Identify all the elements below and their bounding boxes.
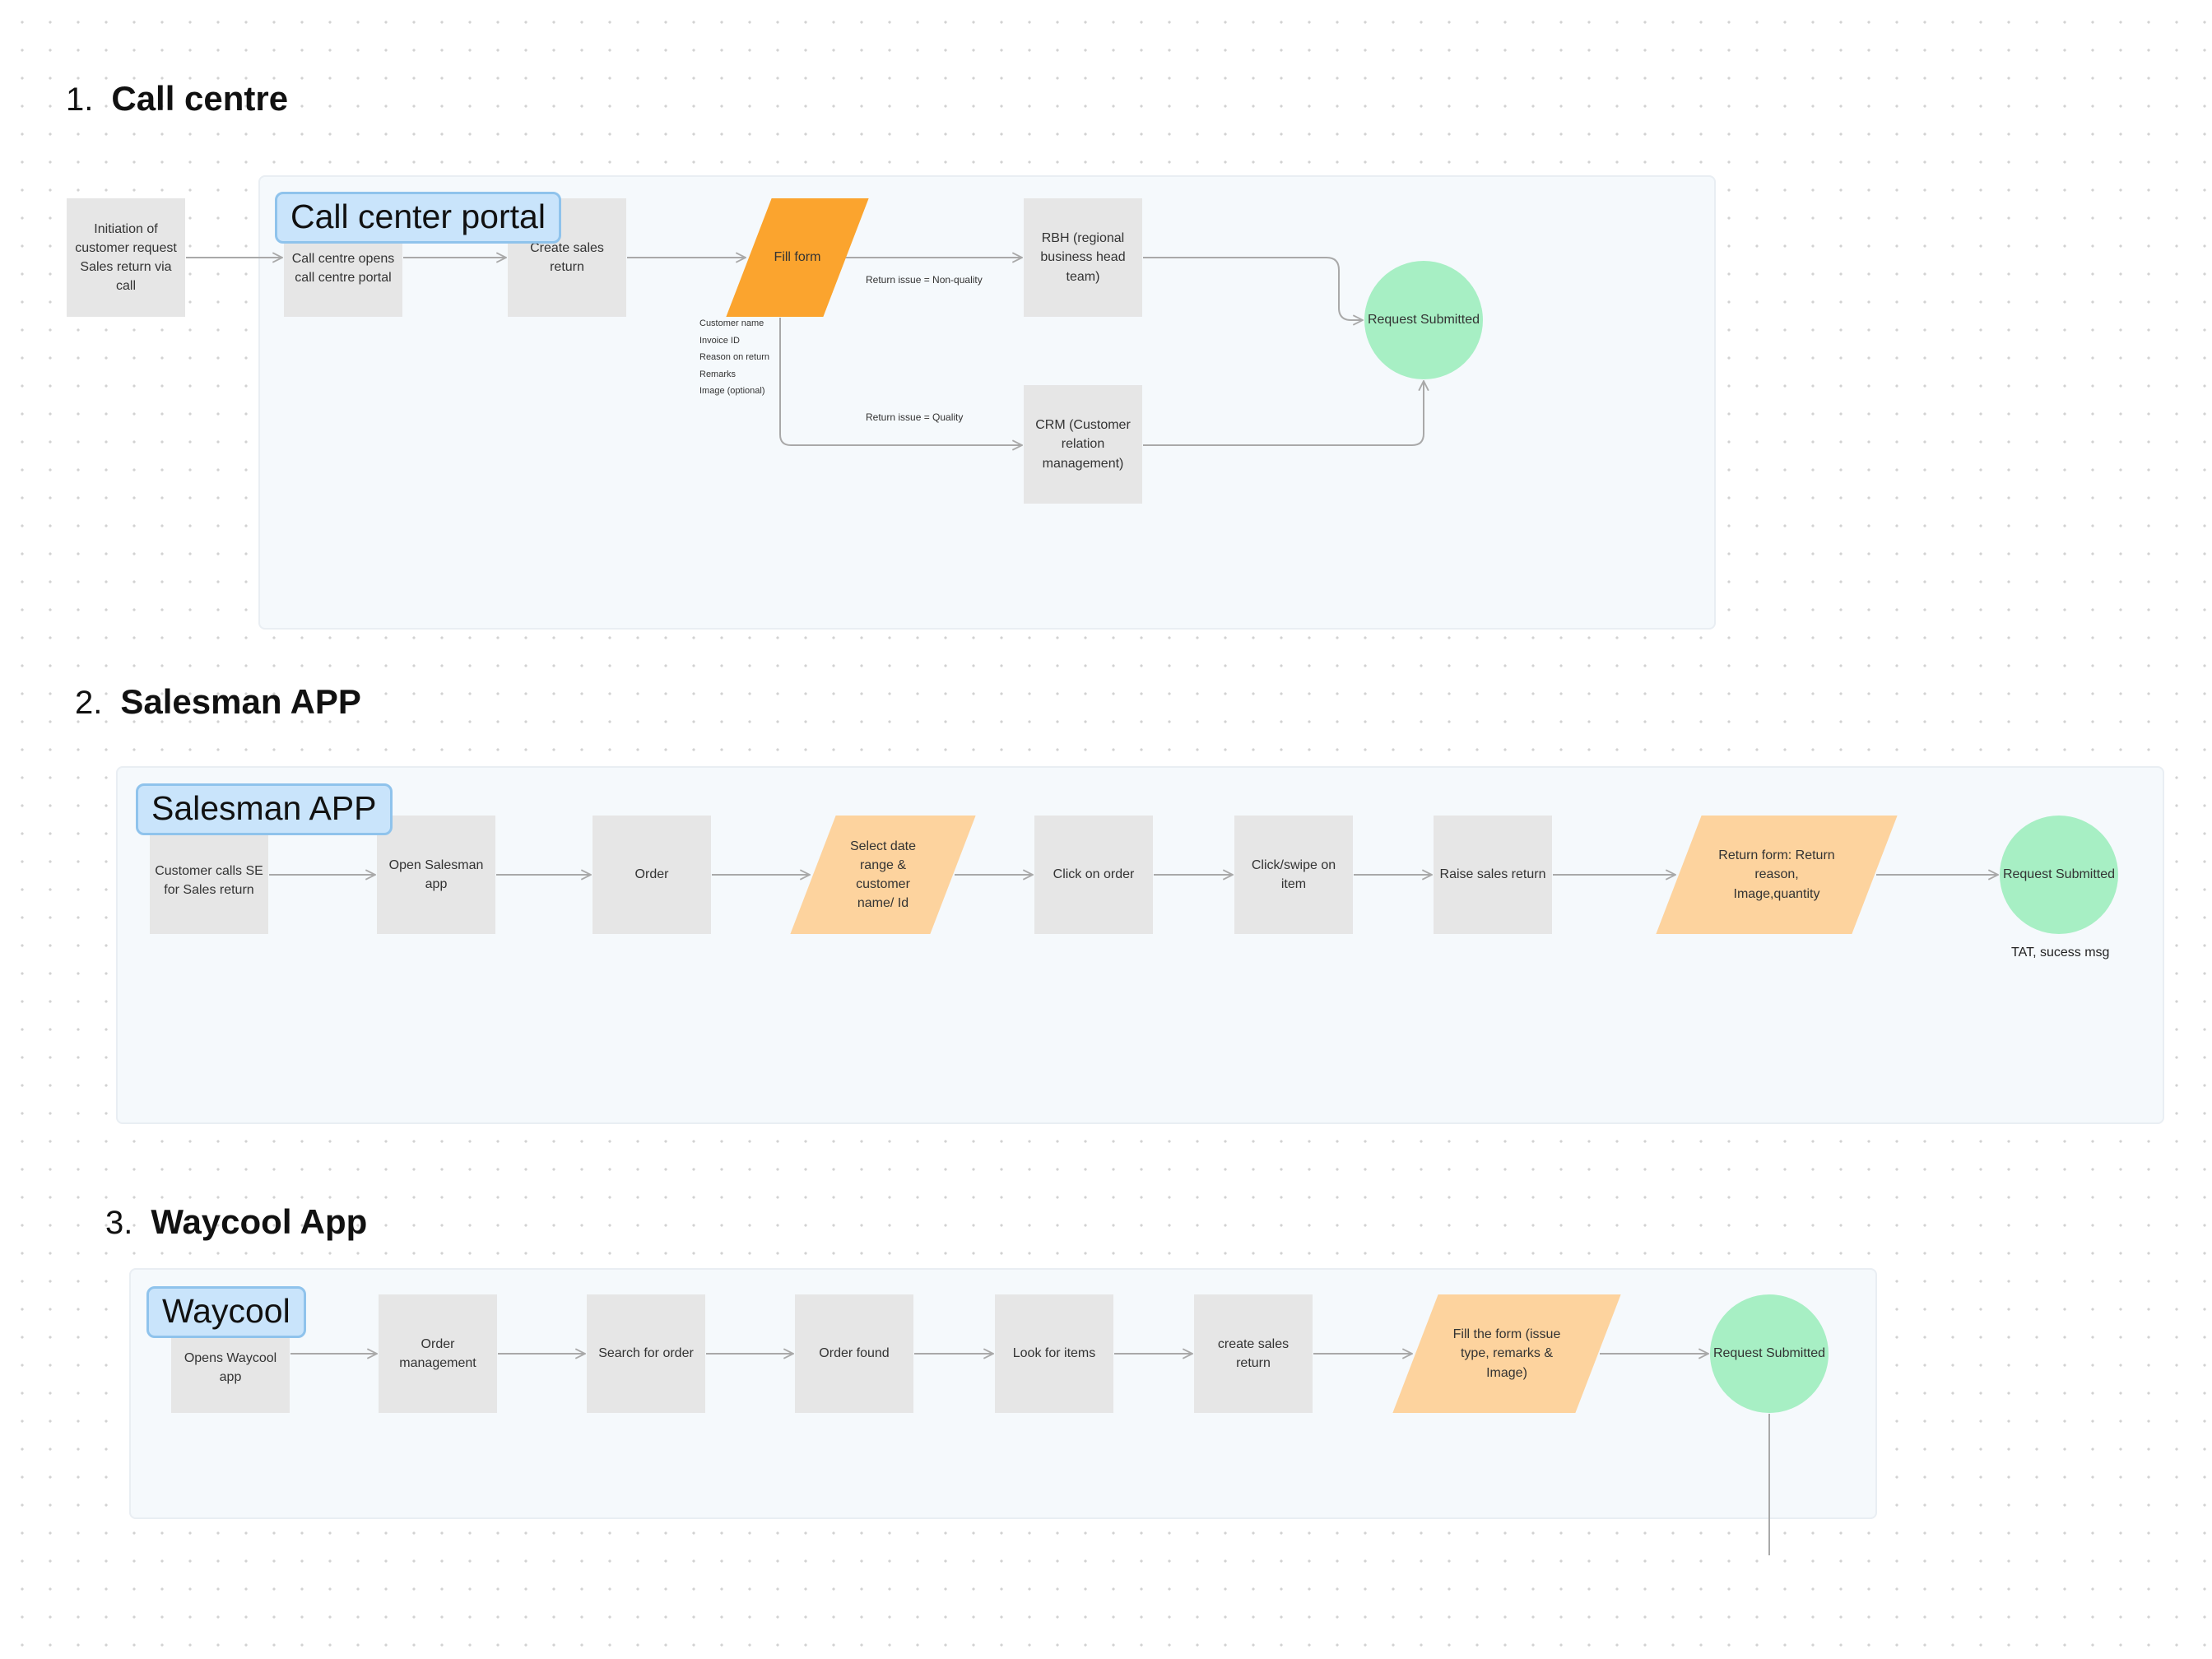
- frame-badge-salesman-app[interactable]: Salesman APP: [136, 783, 393, 835]
- fill-the-form-label: Fill the form (issue type, remarks & Ima…: [1452, 1327, 1561, 1380]
- section-number: 2.: [75, 685, 103, 721]
- node-rbh[interactable]: RBH (regional business head team): [1024, 198, 1142, 317]
- node-raise-sales-return[interactable]: Raise sales return: [1434, 816, 1552, 934]
- form-field-list: Customer name Invoice ID Reason on retur…: [699, 315, 769, 400]
- node-create-sales-return[interactable]: create sales return: [1194, 1294, 1313, 1413]
- form-field: Customer name: [699, 318, 764, 328]
- node-request-submitted-2[interactable]: Request Submitted: [2000, 816, 2118, 934]
- section-heading-salesman-app: 2. Salesman APP: [75, 682, 361, 722]
- node-fill-the-form[interactable]: Fill the form (issue type, remarks & Ima…: [1392, 1294, 1621, 1413]
- section-title: Salesman APP: [120, 682, 361, 721]
- edge-label-non-quality: Return issue = Non-quality: [866, 274, 983, 286]
- node-open-salesman-app[interactable]: Open Salesman app: [377, 816, 495, 934]
- node-initiation[interactable]: Initiation of customer request Sales ret…: [67, 198, 185, 317]
- node-create-return[interactable]: Create sales return: [508, 198, 626, 317]
- node-request-submitted-3[interactable]: Request Submitted: [1710, 1294, 1829, 1413]
- node-select-date-range[interactable]: Select date range & customer name/ Id: [790, 816, 976, 934]
- section-heading-call-centre: 1. Call centre: [66, 79, 288, 118]
- node-look-for-items[interactable]: Look for items: [995, 1294, 1113, 1413]
- node-fill-form[interactable]: Fill form: [726, 198, 869, 317]
- node-request-submitted-1[interactable]: Request Submitted: [1364, 261, 1483, 379]
- node-click-swipe-item[interactable]: Click/swipe on item: [1234, 816, 1353, 934]
- section-number: 1.: [66, 81, 94, 118]
- node-click-on-order[interactable]: Click on order: [1034, 816, 1153, 934]
- node-order-management[interactable]: Order management: [379, 1294, 497, 1413]
- node-order[interactable]: Order: [592, 816, 711, 934]
- form-field: Image (optional): [699, 386, 765, 396]
- node-crm[interactable]: CRM (Customer relation management): [1024, 385, 1142, 504]
- form-field: Remarks: [699, 369, 737, 379]
- section-title: Waycool App: [151, 1202, 368, 1241]
- section-title: Call centre: [111, 79, 289, 118]
- node-order-found[interactable]: Order found: [795, 1294, 913, 1413]
- edge-label-quality: Return issue = Quality: [866, 411, 964, 423]
- frame-badge-call-center-portal[interactable]: Call center portal: [275, 192, 561, 244]
- select-date-range-label: Select date range & customer name/ Id: [849, 839, 917, 911]
- fill-form-label: Fill form: [774, 250, 821, 265]
- success-caption: TAT, sucess msg: [2011, 946, 2110, 960]
- node-search-for-order[interactable]: Search for order: [587, 1294, 705, 1413]
- node-customer-calls-se[interactable]: Customer calls SE for Sales return: [150, 816, 268, 934]
- section-heading-waycool-app: 3. Waycool App: [105, 1202, 367, 1242]
- form-field: Invoice ID: [699, 335, 740, 346]
- frame-badge-waycool[interactable]: Waycool: [146, 1286, 306, 1338]
- return-form-label: Return form: Return reason, Image,quanti…: [1718, 848, 1835, 901]
- section-number: 3.: [105, 1205, 133, 1241]
- form-field: Reason on return: [699, 352, 769, 362]
- node-return-form[interactable]: Return form: Return reason, Image,quanti…: [1656, 816, 1898, 934]
